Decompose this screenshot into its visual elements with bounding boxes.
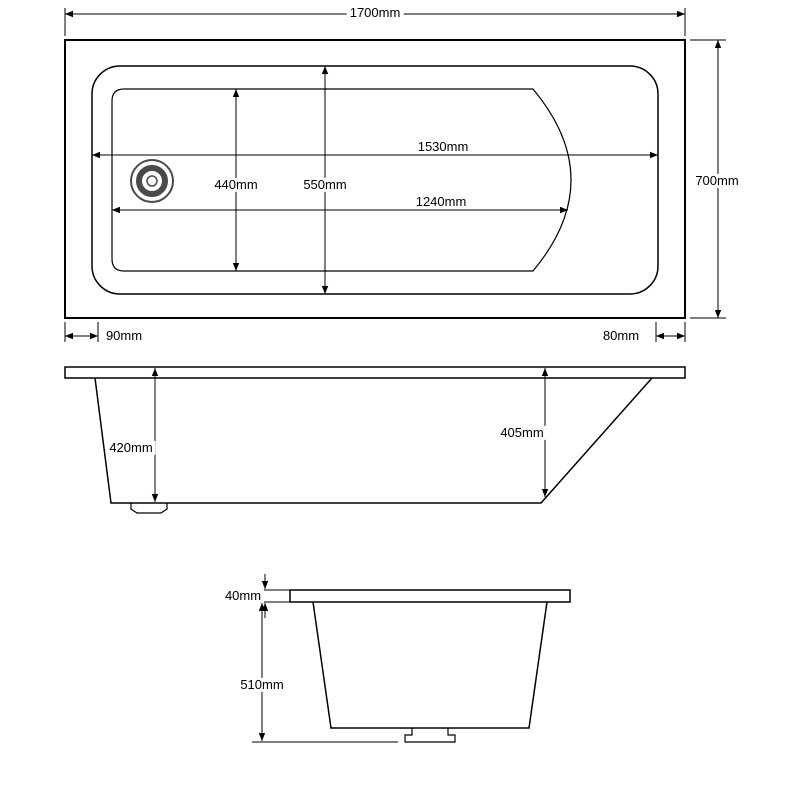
side-view: [64, 366, 686, 514]
dim-label-front-depth: 420mm: [106, 440, 156, 456]
drain-icon: [130, 159, 174, 203]
dim-label-floor-length: 1240mm: [412, 194, 470, 210]
plan-view: [64, 8, 726, 342]
dim-label-drain-end-overhang: 90mm: [102, 328, 146, 344]
dim-label-overall-width: 700mm: [692, 173, 742, 189]
dim-label-overall-depth: 510mm: [237, 677, 287, 693]
dim-label-basin-width: 550mm: [300, 177, 350, 193]
tub-floor-edge: [111, 88, 572, 272]
dim-label-overall-length: 1700mm: [346, 5, 404, 21]
end-view: [252, 574, 571, 743]
foot-section: [404, 728, 456, 743]
foot-profile: [130, 503, 168, 514]
tub-outer-edge: [64, 39, 686, 319]
dim-label-basin-length: 1530mm: [414, 139, 472, 155]
tub-rim-inner-edge: [91, 65, 659, 295]
dim-label-rear-depth: 405mm: [497, 425, 547, 441]
rim-profile: [64, 366, 686, 379]
dim-label-floor-width: 440mm: [211, 177, 261, 193]
body-profile: [94, 377, 653, 504]
dim-label-far-end-overhang: 80mm: [599, 328, 643, 344]
rim-section: [289, 589, 571, 603]
body-section: [312, 601, 548, 729]
dim-label-rim-thickness: 40mm: [221, 588, 265, 604]
